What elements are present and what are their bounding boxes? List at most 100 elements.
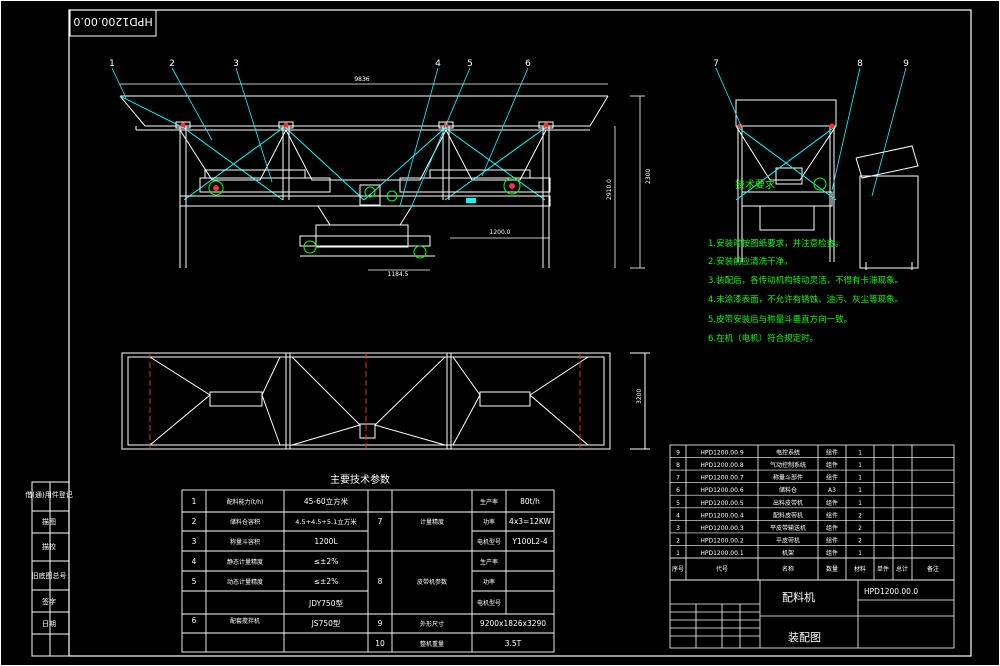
spec-val-9: 9200x1826x3290 (480, 619, 546, 628)
side-label-4: 签字 (42, 597, 56, 606)
bom-cell-no: 1 (676, 550, 680, 557)
spec-val-10: 3.5T (505, 639, 522, 648)
spec-value-2: 4.5+4.5+5.1立方米 (295, 517, 357, 526)
bom-cell-mat: 组件 (826, 499, 838, 507)
bom-h-6: 总计 (896, 565, 908, 573)
side-label-2: 描校 (42, 542, 56, 551)
callout-9: 9 (903, 59, 909, 69)
bom-cell-name: 气动控制系统 (770, 461, 806, 469)
bom-cell-mat: 组件 (826, 524, 838, 532)
spec-no-1: 1 (192, 497, 197, 506)
spec-7-v2: 4x3=12KW (509, 517, 551, 526)
tech-heading: 技术要求 (735, 178, 775, 191)
spec-name-3: 称量斗容积 (230, 538, 260, 546)
callout-1: 1 (109, 59, 115, 69)
bom-cell-no: 5 (676, 500, 680, 507)
bom-cell-code: HPD1200.00.4 (700, 512, 743, 519)
spec-7-k1: 生产率 (480, 498, 498, 506)
spec-7-v3: Y100L2-4 (511, 537, 548, 546)
front-elevation: 9836 2300 2910.0 1200.0 1184.5 (111, 67, 652, 278)
bom-cell-code: HPD1200.00.1 (700, 550, 743, 557)
dim-height-b: 2910.0 (606, 179, 613, 200)
bom-cell-qty: 2 (858, 525, 862, 532)
bom-h-3: 数量 (826, 565, 838, 573)
spec-no-3: 3 (192, 537, 197, 546)
bom-cell-mat: 组件 (826, 449, 838, 457)
spec-name-7: 计量精度 (420, 518, 444, 526)
spec-value-4: ≤±2% (314, 557, 338, 566)
bom-cell-name: 电控系统 (776, 449, 800, 457)
spec-no-10: 10 (375, 639, 385, 648)
bom-cell-mat: 组件 (826, 461, 838, 469)
spec-value-1: 45-60立方米 (304, 496, 349, 506)
top-code-text: HPD1200.00.0 (73, 15, 152, 28)
spec-name-10: 整机重量 (420, 640, 444, 648)
bom-cell-name: 储料仓 (779, 486, 797, 494)
bom-cell-no: 2 (676, 537, 680, 544)
bom-cell-name: 平皮带机 (776, 536, 800, 544)
dim-offset: 1200.0 (490, 229, 511, 236)
spec-table-title: 主要技术参数 (330, 473, 390, 486)
dim-base: 1184.5 (388, 271, 409, 278)
callout-3: 3 (233, 59, 239, 69)
bom-cell-code: HPD1200.00.6 (700, 487, 743, 494)
bom-cell-no: 4 (676, 512, 680, 519)
title-drawing-code: HPD1200.00.0 (864, 587, 918, 596)
bom-cell-name: 出料皮带机 (773, 499, 803, 507)
bom-cell-no: 7 (676, 475, 680, 482)
spec-value-6b: JS750型 (311, 619, 341, 628)
spec-7-k2: 功率 (483, 518, 495, 526)
side-label-5: 日期 (42, 620, 56, 628)
tech-item-6: 6.在机（电机）符合规定时。 (708, 333, 818, 344)
bom-cell-no: 9 (676, 450, 680, 457)
plan-view: 3200 (121, 352, 650, 450)
callout-7: 7 (713, 59, 719, 69)
bom-cell-code: HPD1200.00.8 (700, 462, 743, 469)
spec-name-2: 储料仓容积 (230, 518, 260, 526)
dim-overall-width: 9836 (354, 76, 369, 83)
bom-cell-qty: 1 (858, 500, 862, 507)
spec-8-k2: 功率 (483, 578, 495, 586)
bom-cell-qty: 2 (858, 537, 862, 544)
bom-cell-qty: 1 (858, 475, 862, 482)
tech-item-2: 2.安装前应清洗干净。 (708, 256, 793, 267)
bom-cell-code: HPD1200.00.9 (700, 450, 743, 457)
callout-5: 5 (467, 59, 473, 69)
spec-no-4: 4 (192, 557, 197, 566)
bom-cell-name: 配料皮带机 (773, 511, 803, 519)
bom-cell-qty: 1 (858, 487, 862, 494)
spec-name-8: 皮带机参数 (417, 578, 447, 586)
spec-no-6: 6 (192, 616, 197, 625)
spec-name-5: 动态计量精度 (227, 578, 263, 586)
spec-name-9: 外形尺寸 (420, 620, 444, 628)
spec-no-9: 9 (378, 619, 383, 628)
spec-8-k3: 电机型号 (477, 599, 501, 607)
bom-h-1: 代号 (716, 565, 728, 573)
callout-8: 8 (857, 59, 863, 69)
callout-4: 4 (435, 59, 441, 69)
bom-cell-mat: 组件 (826, 536, 838, 544)
bom-cell-name: 平皮带输送机 (770, 524, 806, 532)
dim-plan-height: 3200 (636, 389, 643, 404)
side-label-boxes (31, 481, 70, 657)
spec-name-4: 静态计量精度 (227, 558, 263, 566)
bom-cell-no: 8 (676, 462, 680, 469)
side-view (715, 67, 919, 270)
title-product: 配料机 (782, 590, 815, 604)
spec-7-k3: 电机型号 (477, 538, 501, 546)
bom-cell-mat: 组件 (826, 549, 838, 557)
bom-cell-name: 机架 (782, 549, 794, 557)
bom-cell-no: 3 (676, 525, 680, 532)
bom-cell-code: HPD1200.00.7 (700, 475, 743, 482)
bom-h-4: 材料 (854, 565, 866, 573)
spec-8-k1: 生产率 (480, 558, 498, 566)
spec-no-5: 5 (192, 577, 197, 586)
bom-cell-code: HPD1200.00.5 (700, 500, 743, 507)
inner-border (68, 9, 972, 657)
bom-h-5: 单件 (877, 565, 889, 573)
bom-cell-mat: 组件 (826, 474, 838, 482)
